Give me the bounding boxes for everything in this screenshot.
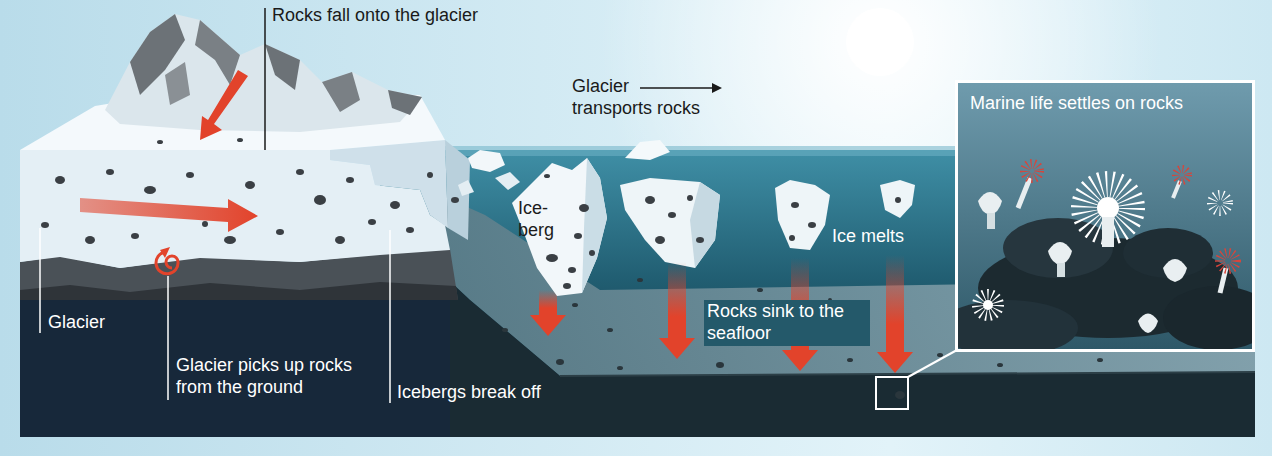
callout-label: Glacier picks up rocks from the ground: [176, 355, 376, 399]
callout-label: Icebergs break off: [397, 382, 541, 404]
iceberg-label: Ice-berg: [518, 198, 564, 242]
detail-inset: Marine life settles on rocks: [955, 80, 1255, 352]
callout-label: Ice melts: [832, 226, 904, 248]
inset-title: Marine life settles on rocks: [970, 93, 1242, 115]
iceberg: Ice-berg: [512, 158, 608, 298]
part-label: Glacier: [48, 312, 105, 334]
marine-life-scene: [958, 83, 1252, 349]
callout-label: Rocks fall onto the glacier: [272, 5, 478, 27]
callout-label: Glacier transports rocks: [572, 76, 707, 120]
callout-label: Rocks sink to the seafloor: [704, 300, 870, 346]
